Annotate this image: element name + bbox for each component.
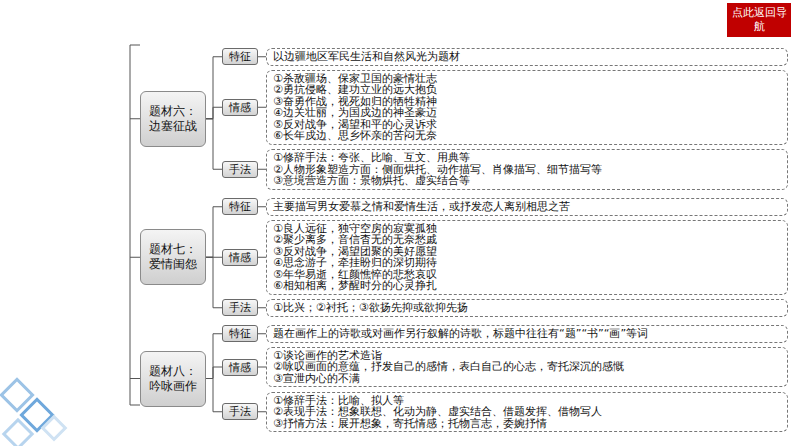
aspect-label: 特征 [222, 48, 258, 65]
node-text: 以边疆地区军民生活和自然风光为题材 [273, 51, 781, 63]
aspect-label: 手法 [222, 299, 258, 316]
aspect-label: 特征 [222, 325, 258, 342]
node-text: ①比兴；②衬托；③欲扬先抑或欲抑先扬 [273, 302, 781, 314]
node-text: 主要描写男女爱慕之情和爱情生活，或抒发恋人离别相思之苦 [273, 201, 781, 213]
connector-line [258, 411, 266, 412]
node-text: 特征 [225, 50, 255, 63]
node-text: 爱情闺怨 [144, 257, 202, 272]
content-box: ①比兴；②衬托；③欲扬先抑或欲抑先扬 [266, 299, 788, 317]
node-text: ②人物形象塑造方面：侧面烘托、动作描写、肖像描写、细节描写等 [273, 164, 781, 176]
node-text: ①杀敌疆场、保家卫国的豪情壮志 [273, 73, 781, 85]
content-box: ①良人远征，独守空房的寂寞孤独②聚少离多，音信杳无的无奈愁戚③反对战争，渴望团聚… [266, 220, 788, 295]
node-text: ⑥相知相离，梦醒时分的心灵挣扎 [273, 280, 781, 292]
branch-stub [130, 378, 140, 379]
connector-line [206, 207, 222, 258]
topic-box: 题材七：爱情闺怨 [140, 229, 206, 285]
node-text: ②表现手法：想象联想、化动为静、虚实结合、借题发挥、借物写人 [273, 406, 781, 418]
aspect-label: 手法 [222, 161, 258, 178]
connector-line [258, 333, 266, 334]
branch-stub [130, 118, 140, 119]
connector-line [258, 107, 266, 108]
node-text: ②咏叹画面的意蕴，抒发自己的感情，表白自己的心志，寄托深沉的感慨 [273, 361, 781, 373]
connector-line [206, 367, 222, 379]
content-box: 以边疆地区军民生活和自然风光为题材 [266, 48, 788, 66]
node-text: ①谈论画作的艺术造诣 [273, 350, 781, 362]
connector-line [258, 169, 266, 170]
connector-line [206, 379, 222, 412]
node-text: 手法 [225, 301, 255, 314]
node-text: ②勇抗侵略、建功立业的远大抱负 [273, 84, 781, 96]
connector-line [206, 334, 222, 379]
node-text: 边塞征战 [144, 119, 202, 134]
connector-line [258, 257, 266, 258]
content-box: ①修辞手法：比喻、拟人等②表现手法：想象联想、化动为静、虚实结合、借题发挥、借物… [266, 392, 788, 433]
aspect-label: 情感 [222, 249, 258, 266]
node-text: ⑤反对战争，渴望和平的心灵诉求 [273, 119, 781, 131]
connector-line [206, 107, 222, 119]
connector-line [258, 367, 266, 368]
diamond-ornament [1, 379, 65, 446]
connector-line [206, 57, 222, 119]
nav-button: 点此返回导航 [727, 3, 791, 37]
connector-line [258, 307, 266, 308]
aspect-label: 情感 [222, 359, 258, 376]
node-text: ③抒情方法：展开想象，寄托情感；托物言志，委婉抒情 [273, 418, 781, 430]
node-text: ③宣泄内心的不满 [273, 373, 781, 385]
node-text: ⑤年华易逝，红颜憔悴的悲愁哀叹 [273, 269, 781, 281]
node-text: ⑥长年戍边、思乡怀亲的苦闷无奈 [273, 130, 781, 142]
branch-stub [130, 257, 140, 258]
aspect-label: 手法 [222, 403, 258, 420]
node-text: 点此返回导航 [729, 6, 789, 34]
node-text: ③反对战争，渴望团聚的美好愿望 [273, 246, 781, 258]
node-text: 手法 [225, 163, 255, 176]
aspect-label: 特征 [222, 198, 258, 215]
connector-line [206, 257, 222, 308]
node-text: ④思念游子，牵挂盼归的深切期待 [273, 257, 781, 269]
trunk-line [130, 45, 140, 405]
node-text: 题材六： [144, 104, 202, 119]
node-text: 特征 [225, 327, 255, 340]
content-box: ①谈论画作的艺术造诣②咏叹画面的意蕴，抒发自己的感情，表白自己的心志，寄托深沉的… [266, 347, 788, 388]
node-text: 题在画作上的诗歌或对画作另行叙解的诗歌，标题中往往有“题”“书”“画”等词 [273, 328, 781, 340]
connector-line [258, 206, 266, 207]
node-text: 吟咏画作 [144, 379, 202, 394]
topic-box: 题材八：吟咏画作 [140, 351, 206, 407]
topic-box: 题材六：边塞征战 [140, 91, 206, 147]
node-text: 情感 [225, 361, 255, 374]
node-text: 特征 [225, 200, 255, 213]
node-text: ①修辞手法：比喻、拟人等 [273, 395, 781, 407]
node-text: ④边关壮丽，为国戍边的神圣豪迈 [273, 107, 781, 119]
node-text: 情感 [225, 101, 255, 114]
node-text: 题材七： [144, 242, 202, 257]
node-text: ②聚少离多，音信杳无的无奈愁戚 [273, 234, 781, 246]
content-box: 主要描写男女爱慕之情和爱情生活，或抒发恋人离别相思之苦 [266, 198, 788, 216]
node-text: 手法 [225, 405, 255, 418]
node-text: ③奋勇作战，视死如归的牺牲精神 [273, 96, 781, 108]
node-text: 情感 [225, 251, 255, 264]
connector-line [258, 56, 266, 57]
aspect-label: 情感 [222, 99, 258, 116]
connector-line [206, 119, 222, 170]
node-text: ③意境营造方面：景物烘托、虚实结合等 [273, 175, 781, 187]
content-box: ①杀敌疆场、保家卫国的豪情壮志②勇抗侵略、建功立业的远大抱负③奋勇作战，视死如归… [266, 70, 788, 145]
node-text: ①修辞手法：夸张、比喻、互文、用典等 [273, 152, 781, 164]
content-box: ①修辞手法：夸张、比喻、互文、用典等②人物形象塑造方面：侧面烘托、动作描写、肖像… [266, 149, 788, 190]
node-text: 题材八： [144, 364, 202, 379]
content-box: 题在画作上的诗歌或对画作另行叙解的诗歌，标题中往往有“题”“书”“画”等词 [266, 325, 788, 343]
node-text: ①良人远征，独守空房的寂寞孤独 [273, 223, 781, 235]
